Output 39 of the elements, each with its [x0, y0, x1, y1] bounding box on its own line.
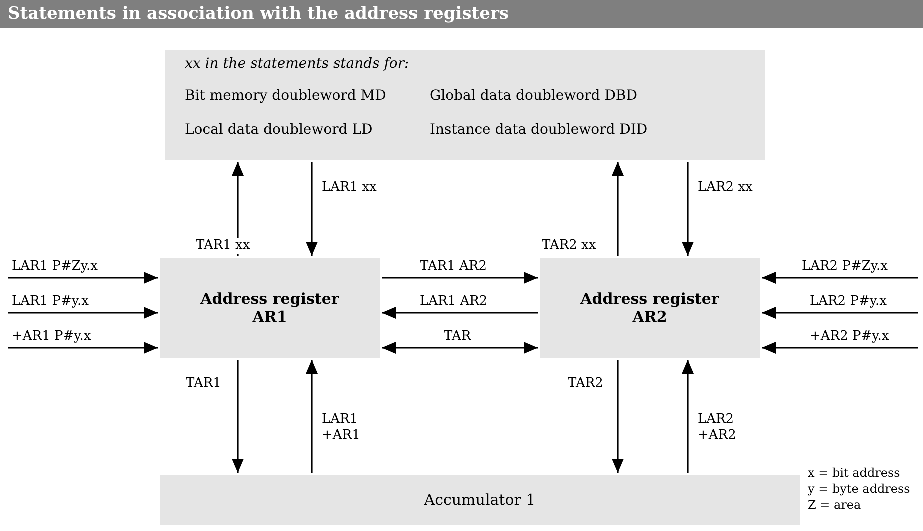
register-name: Address register AR2 [580, 290, 720, 326]
definition-text: Global data doubleword DBD [430, 88, 638, 104]
key-note: y = byte address [808, 482, 910, 496]
key-note: x = bit address [808, 466, 900, 480]
arrow [612, 360, 624, 473]
edge-label: LAR1 P#Zy.x [10, 259, 100, 275]
arrow [8, 272, 158, 284]
arrow [762, 272, 918, 284]
title-bar: Statements in association with the address registers [0, 0, 923, 28]
arrow [232, 360, 244, 473]
definition-text: Local data doubleword LD [185, 122, 373, 138]
definition-text: Bit memory doubleword MD [185, 88, 386, 104]
accumulator-bar [160, 475, 800, 525]
register-box [160, 258, 380, 358]
register-box [540, 258, 760, 358]
register-name: Address register AR1 [200, 290, 340, 326]
arrow [682, 162, 694, 256]
arrow [306, 360, 318, 473]
double-arrow [382, 342, 538, 354]
arrow [382, 307, 538, 319]
edge-label: LAR1 P#y.x [10, 294, 91, 310]
arrow [682, 360, 694, 473]
edge-label: TAR1 xx [194, 238, 252, 254]
panel-heading: xx in the statements stands for: [185, 56, 410, 72]
edge-label: +AR2 P#y.x [808, 329, 892, 345]
arrow [762, 342, 918, 354]
key-note: Z = area [808, 498, 862, 512]
definition-text: Instance data doubleword DID [430, 122, 648, 138]
arrow [306, 162, 318, 256]
arrow [8, 307, 158, 319]
edge-label: +AR1 P#y.x [10, 329, 94, 345]
arrow [382, 272, 538, 284]
edge-label: LAR2 P#y.x [808, 294, 889, 310]
edge-label: LAR2 P#Zy.x [800, 259, 890, 275]
arrow [8, 342, 158, 354]
accumulator-name: Accumulator 1 [424, 491, 536, 509]
info-panel [165, 50, 765, 160]
arrow [612, 162, 624, 256]
arrow [762, 307, 918, 319]
